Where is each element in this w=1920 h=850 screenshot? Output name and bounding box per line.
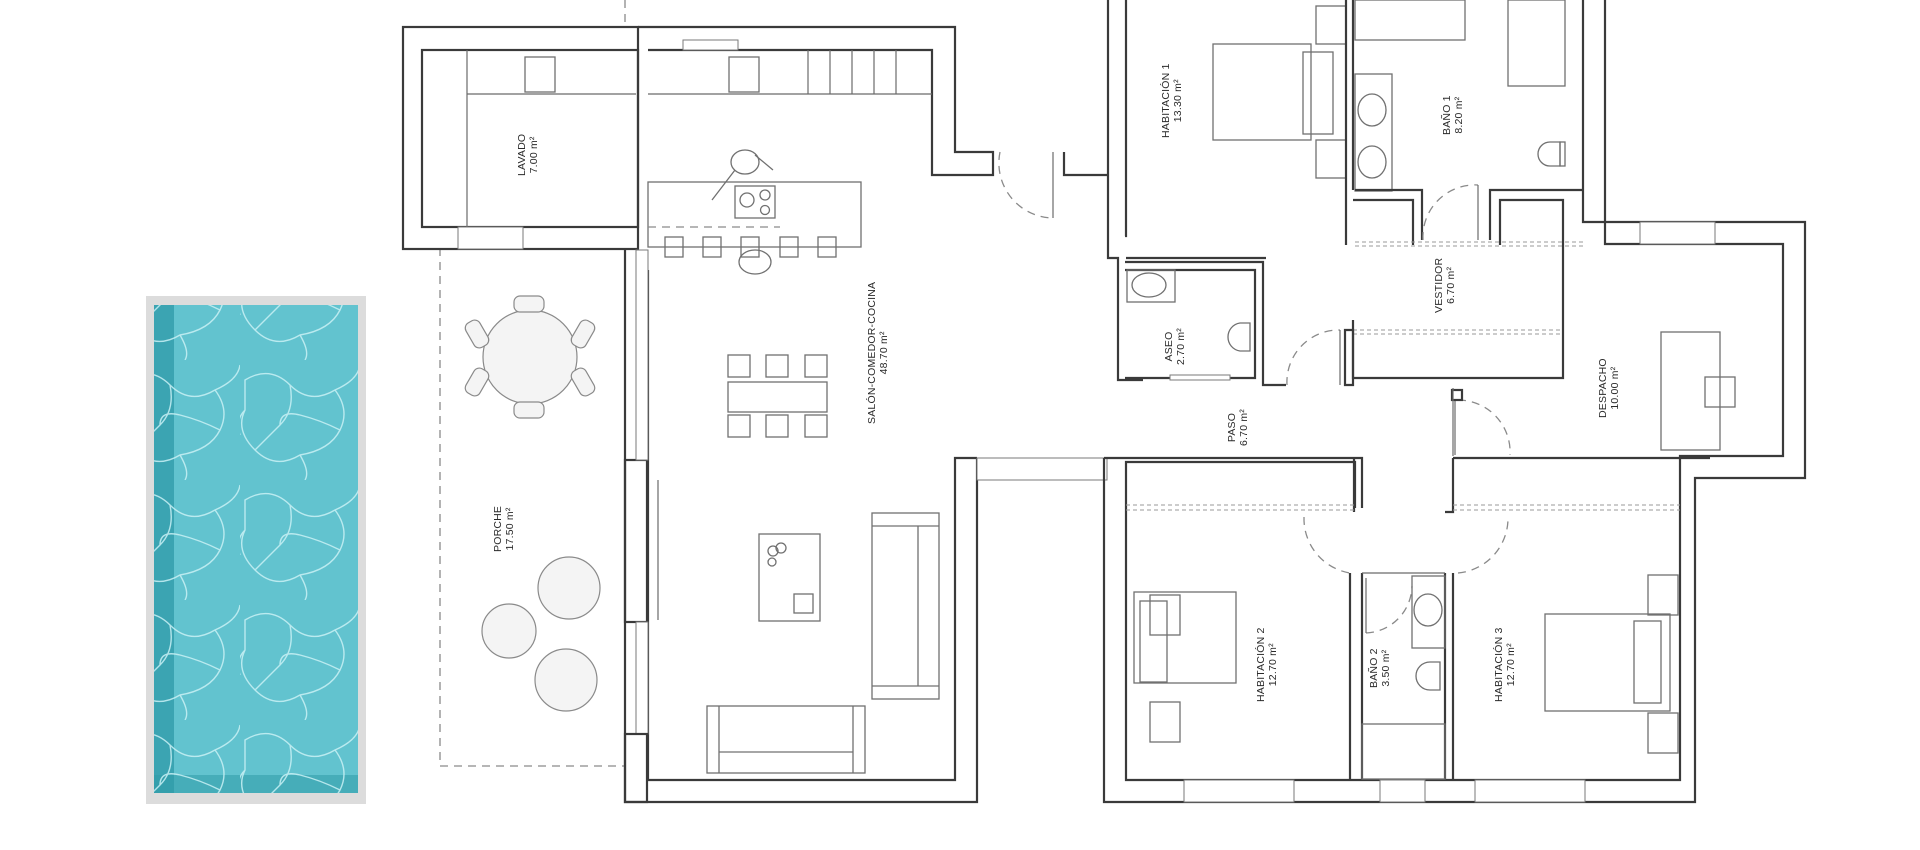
living-furniture <box>706 512 940 774</box>
bathroom-1 <box>1354 0 1583 241</box>
room-label-aseo: ASEO 2.70 m² <box>1163 328 1187 365</box>
room-label-bano-2: BAÑO 2 3.50 m² <box>1368 648 1392 688</box>
office <box>1639 221 1736 451</box>
walk-in-closet <box>1351 198 1583 380</box>
porch-outline <box>439 248 625 767</box>
room-name: HABITACIÓN 1 <box>1160 63 1172 138</box>
room-area: 3.50 m² <box>1380 649 1392 687</box>
room-label-habitacion-1: HABITACIÓN 1 13.30 m² <box>1160 63 1184 138</box>
room-area: 48.70 m² <box>878 331 890 375</box>
room-name: BAÑO 1 <box>1441 95 1453 135</box>
room-label-habitacion-3: HABITACIÓN 3 12.70 m² <box>1493 627 1517 702</box>
swimming-pool <box>146 296 366 804</box>
room-label-porche: PORCHE 17.50 m² <box>492 506 516 552</box>
room-label-lavado: LAVADO 7.00 m² <box>516 134 540 176</box>
kitchen <box>647 50 932 275</box>
room-area: 6.70 m² <box>1445 266 1457 304</box>
room-label-vestidor: VESTIDOR 6.70 m² <box>1433 258 1457 313</box>
room-area: 2.70 m² <box>1175 328 1187 365</box>
toilet-room <box>1125 260 1355 387</box>
room-name: SALÓN-COMEDOR-COCINA <box>866 281 878 424</box>
room-name: LAVADO <box>516 133 528 176</box>
room-label-paso: PASO 6.70 m² <box>1226 409 1250 446</box>
room-area: 10.00 m² <box>1609 366 1621 410</box>
porch-furniture <box>464 295 601 712</box>
room-name: VESTIDOR <box>1433 257 1445 313</box>
room-name: HABITACIÓN 2 <box>1255 627 1267 702</box>
room-name: HABITACIÓN 3 <box>1493 627 1505 702</box>
entrance-door <box>998 151 1108 219</box>
room-label-habitacion-2: HABITACIÓN 2 12.70 m² <box>1255 627 1279 702</box>
room-label-bano-1: BAÑO 1 8.20 m² <box>1441 95 1465 135</box>
room-name: PASO <box>1226 412 1238 443</box>
room-name: ASEO <box>1163 331 1175 362</box>
laundry-room <box>401 25 640 251</box>
room-area: 12.70 m² <box>1267 643 1279 687</box>
room-name: BAÑO 2 <box>1368 648 1380 688</box>
room-label-despacho: DESPACHO 10.00 m² <box>1597 358 1621 418</box>
room-area: 17.50 m² <box>504 507 516 551</box>
dining-table <box>727 354 828 438</box>
bedroom-1 <box>1126 0 1355 260</box>
room-area: 13.30 m² <box>1172 79 1184 123</box>
room-label-salon: SALÓN-COMEDOR-COCINA 48.70 m² <box>866 282 890 424</box>
room-area: 7.00 m² <box>528 136 540 174</box>
hall-doors <box>1450 388 1511 456</box>
south-bedrooms <box>1104 456 1710 803</box>
room-area: 8.20 m² <box>1453 96 1465 134</box>
room-area: 6.70 m² <box>1238 409 1250 446</box>
living-kitchen-walls <box>623 25 1108 804</box>
room-area: 12.70 m² <box>1505 643 1517 687</box>
room-name: PORCHE <box>492 505 504 552</box>
room-name: DESPACHO <box>1597 358 1609 418</box>
